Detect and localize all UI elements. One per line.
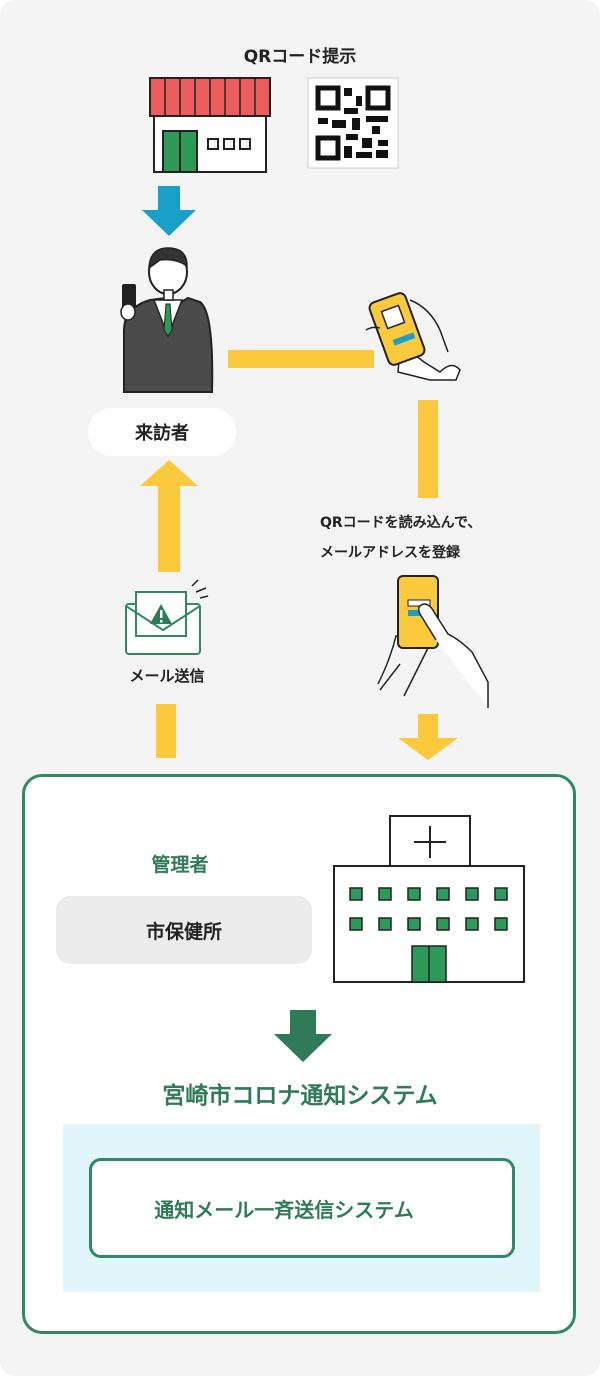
scan-caption-line-2: メールアドレスを登録: [320, 545, 460, 561]
mail-alert-icon: [125, 579, 209, 655]
phone-qr-scan-icon: [365, 292, 461, 381]
visitor-person-icon: [120, 247, 214, 393]
send-mail-label: メール送信: [129, 667, 205, 685]
flow-line: [156, 704, 176, 758]
hospital-building-icon: [333, 815, 525, 983]
scan-caption-line-1: QRコードを読み込んで、: [320, 515, 482, 531]
down-arrow-yellow-icon: [398, 714, 458, 760]
down-arrow-blue-icon: [142, 186, 196, 236]
flow-line: [418, 400, 438, 498]
down-arrow-green-icon: [274, 1010, 332, 1062]
qr-display-label: QRコード提示: [243, 47, 357, 67]
qr-code-icon: [307, 77, 399, 169]
up-arrow-yellow-icon: [140, 460, 198, 572]
flow-line: [228, 350, 374, 368]
scan-register-caption: QRコードを読み込んで、 メールアドレスを登録: [320, 508, 481, 568]
health-center-label: 市保健所: [56, 896, 312, 964]
system-name: 宮崎市コロナ通知システム: [162, 1083, 438, 1109]
subsystem-name: 通知メール一斉送信システム: [154, 1197, 414, 1222]
shop-icon: [149, 77, 271, 173]
phone-tap-icon: [377, 575, 489, 708]
subsystem-box: 通知メール一斉送信システム: [89, 1158, 515, 1258]
visitor-label: 来訪者: [88, 408, 236, 456]
manager-label: 管理者: [151, 854, 209, 876]
